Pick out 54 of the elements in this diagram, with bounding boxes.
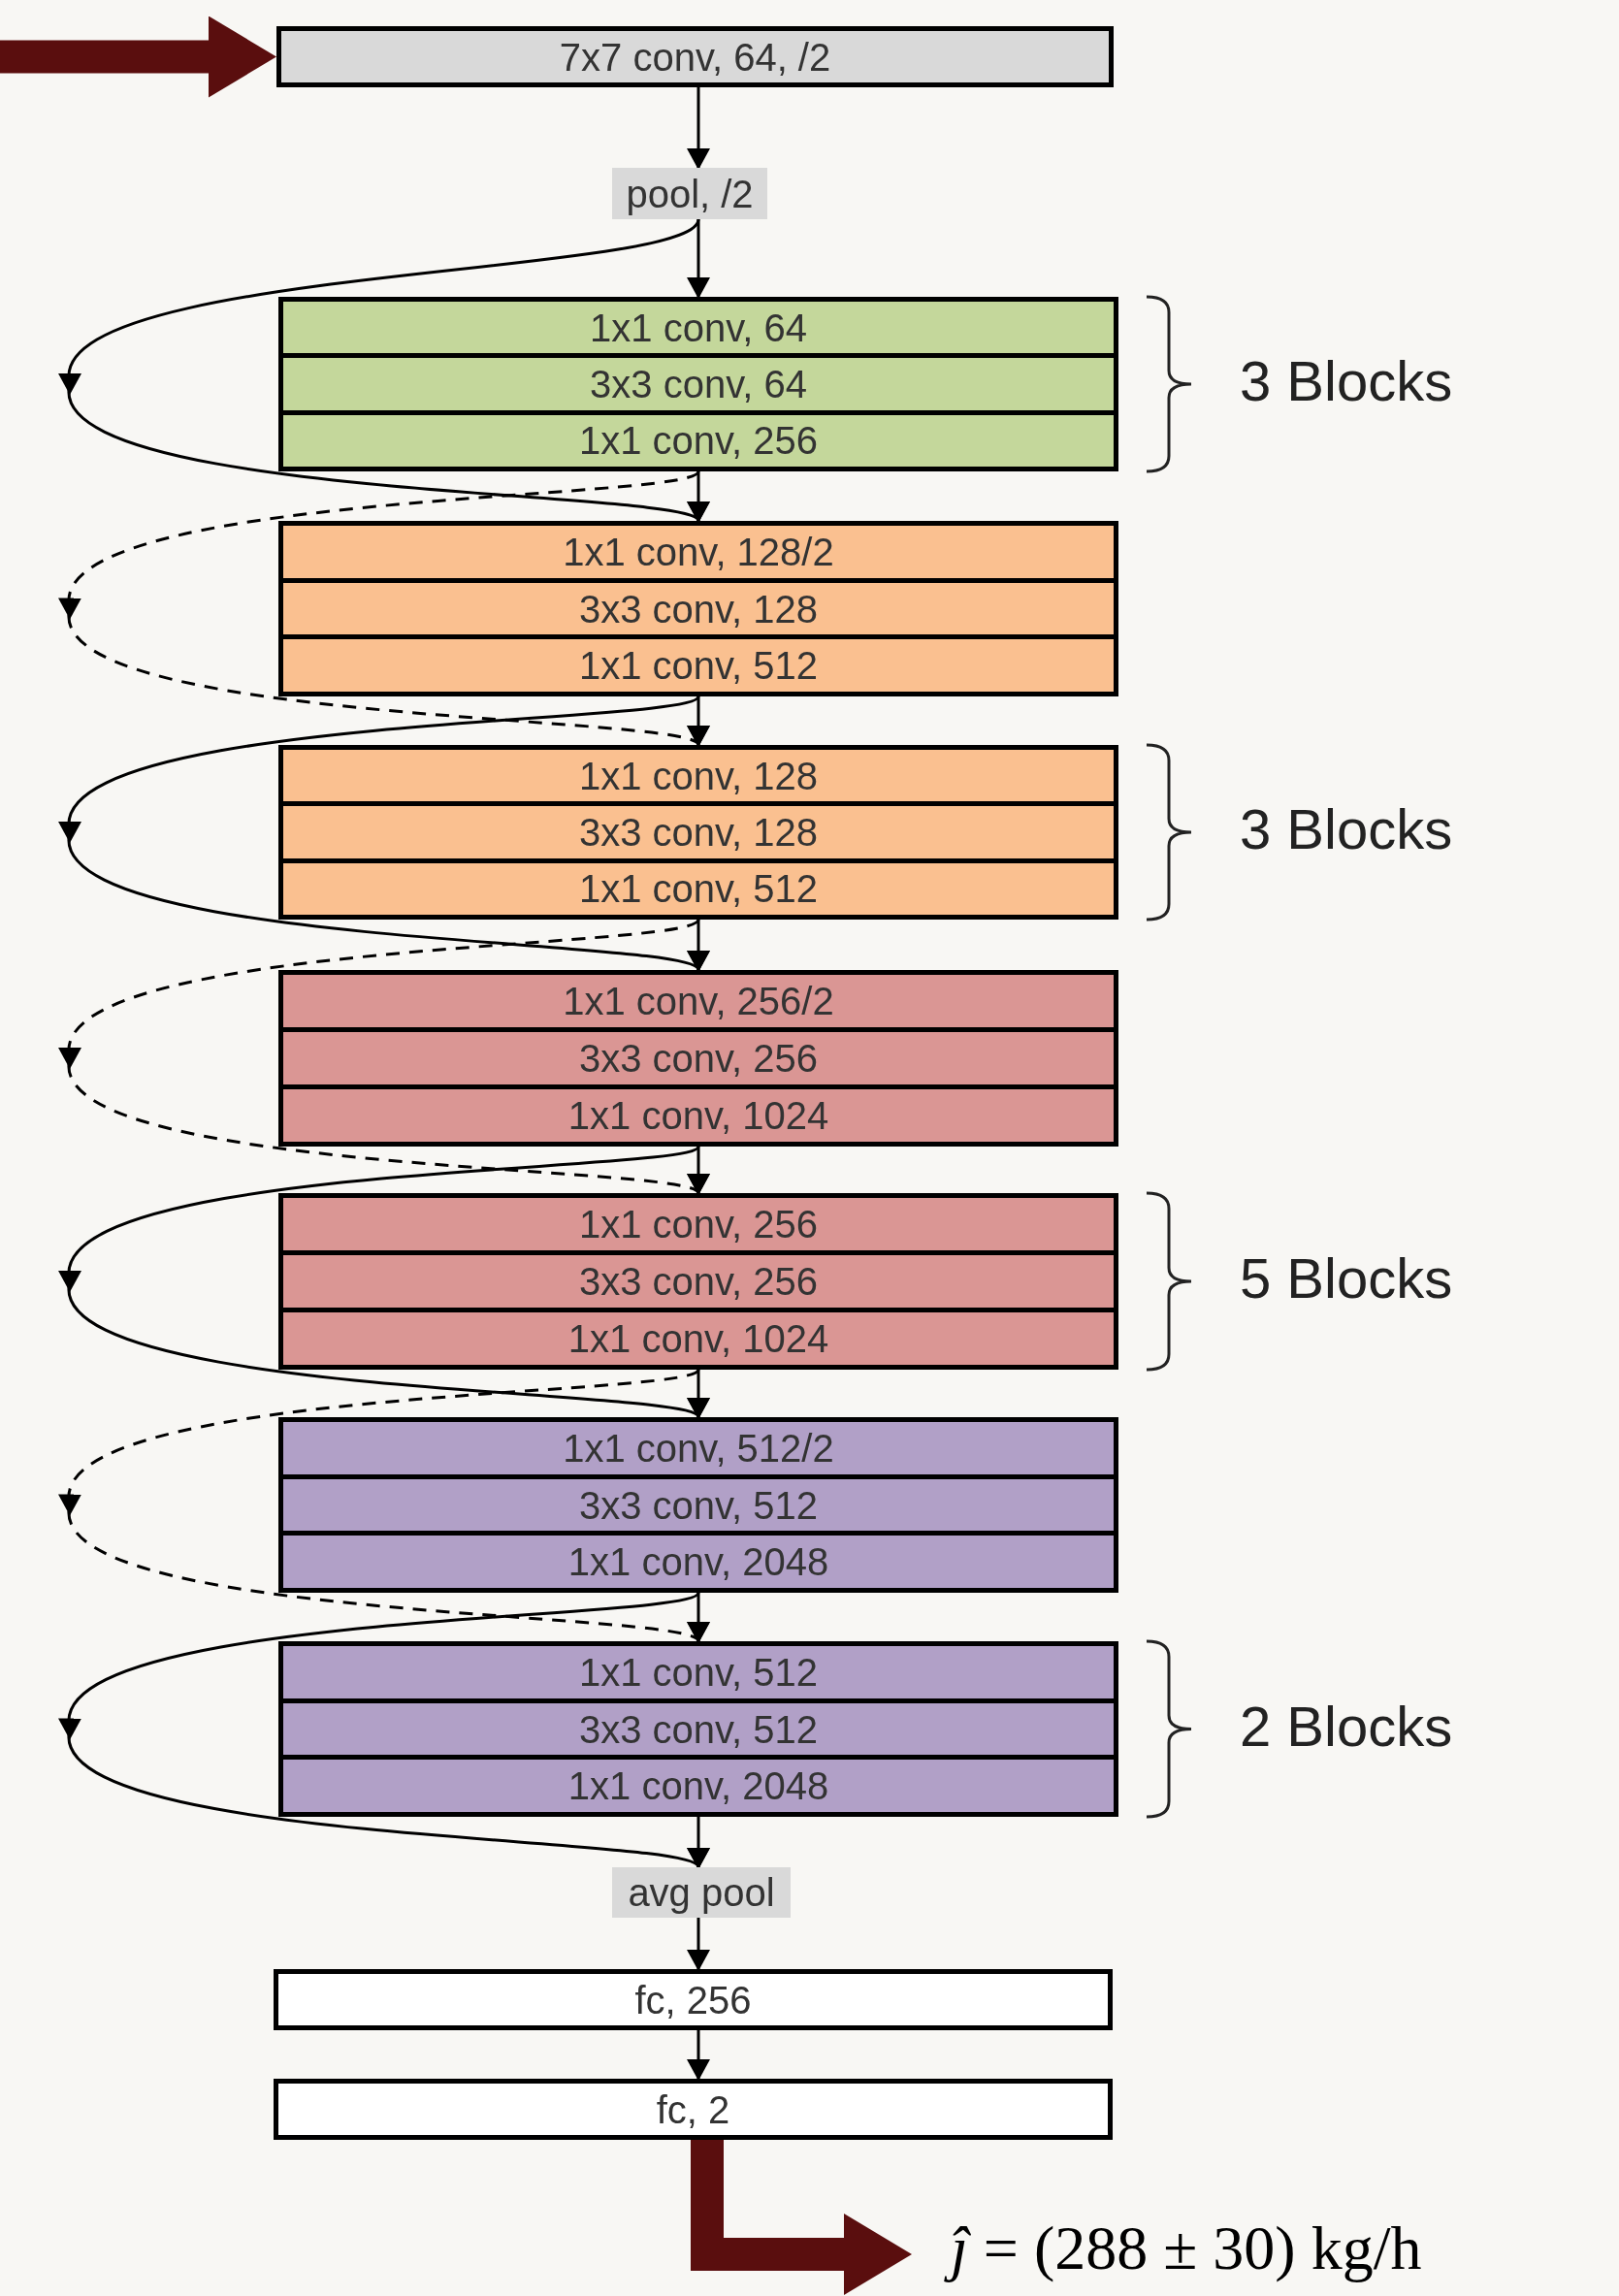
layer-box <box>274 2079 1113 2140</box>
arrow <box>687 87 710 170</box>
block-count: 5 Blocks <box>1240 1250 1453 1307</box>
layer-text: fc, 256 <box>634 1980 752 2020</box>
layer-stack <box>278 1417 1118 1593</box>
layer-text: 1x1 conv, 256 <box>578 1205 819 1244</box>
layer-text: fc, 2 <box>656 2089 730 2129</box>
arrow <box>687 219 710 299</box>
layer-text: pool, /2 <box>626 174 754 213</box>
layer-text: 3x3 conv, 256 <box>578 1039 819 1078</box>
layer-stack <box>278 521 1118 696</box>
arrow <box>687 1918 710 1971</box>
layer-stack <box>278 1641 1118 1817</box>
layer-label-box <box>612 1867 791 1918</box>
skip-connection-arrow <box>58 1591 710 1869</box>
layer-text: 1x1 conv, 512 <box>578 1652 819 1692</box>
thick-arrow <box>0 16 276 98</box>
layer-text: 1x1 conv, 2048 <box>567 1542 829 1582</box>
layer-stack <box>278 970 1118 1147</box>
layer-text: 1x1 conv, 128 <box>578 756 819 795</box>
layer-box <box>274 1969 1113 2030</box>
layer-text: 1x1 conv, 128/2 <box>563 532 834 571</box>
skip-connection-arrow <box>58 217 710 523</box>
layer-text: 7x7 conv, 64, /2 <box>559 37 831 77</box>
layer-text: 3x3 conv, 512 <box>578 1485 819 1525</box>
layer-text: 1x1 conv, 256 <box>578 421 819 461</box>
layer-text: 1x1 conv, 1024 <box>567 1096 829 1135</box>
layer-text: 1x1 conv, 512 <box>578 869 819 909</box>
layer-box <box>276 26 1114 87</box>
layer-text: 3x3 conv, 256 <box>578 1262 819 1301</box>
layer-text: 3x3 conv, 512 <box>578 1709 819 1749</box>
layer-stack <box>278 1193 1118 1370</box>
layer-text: 1x1 conv, 64 <box>590 307 807 347</box>
layer-text: 1x1 conv, 512/2 <box>563 1428 834 1468</box>
layer-text: avg pool <box>628 1873 775 1912</box>
layer-label-box <box>612 168 767 219</box>
block-count: 3 Blocks <box>1240 801 1453 857</box>
layer-stack <box>278 745 1118 920</box>
layer-text: 1x1 conv, 512 <box>578 646 819 686</box>
layer-text: 1x1 conv, 2048 <box>567 1766 829 1806</box>
block-count: 2 Blocks <box>1240 1698 1453 1755</box>
skip-connection-arrow <box>58 469 710 747</box>
arrow <box>687 2030 710 2081</box>
layer-text: 1x1 conv, 1024 <box>567 1319 829 1358</box>
layer-text: 1x1 conv, 256/2 <box>563 982 834 1020</box>
layer-stack <box>278 297 1118 471</box>
layer-text: 3x3 conv, 128 <box>578 813 819 852</box>
layer-text: 3x3 conv, 128 <box>578 589 819 629</box>
skip-connection-arrow <box>58 695 710 972</box>
skip-connection-arrow <box>58 918 710 1195</box>
layer-text: 3x3 conv, 64 <box>590 365 807 404</box>
block-count: 3 Blocks <box>1240 353 1453 409</box>
skip-connection-arrow <box>58 1145 710 1419</box>
skip-connection-arrow <box>58 1368 710 1643</box>
